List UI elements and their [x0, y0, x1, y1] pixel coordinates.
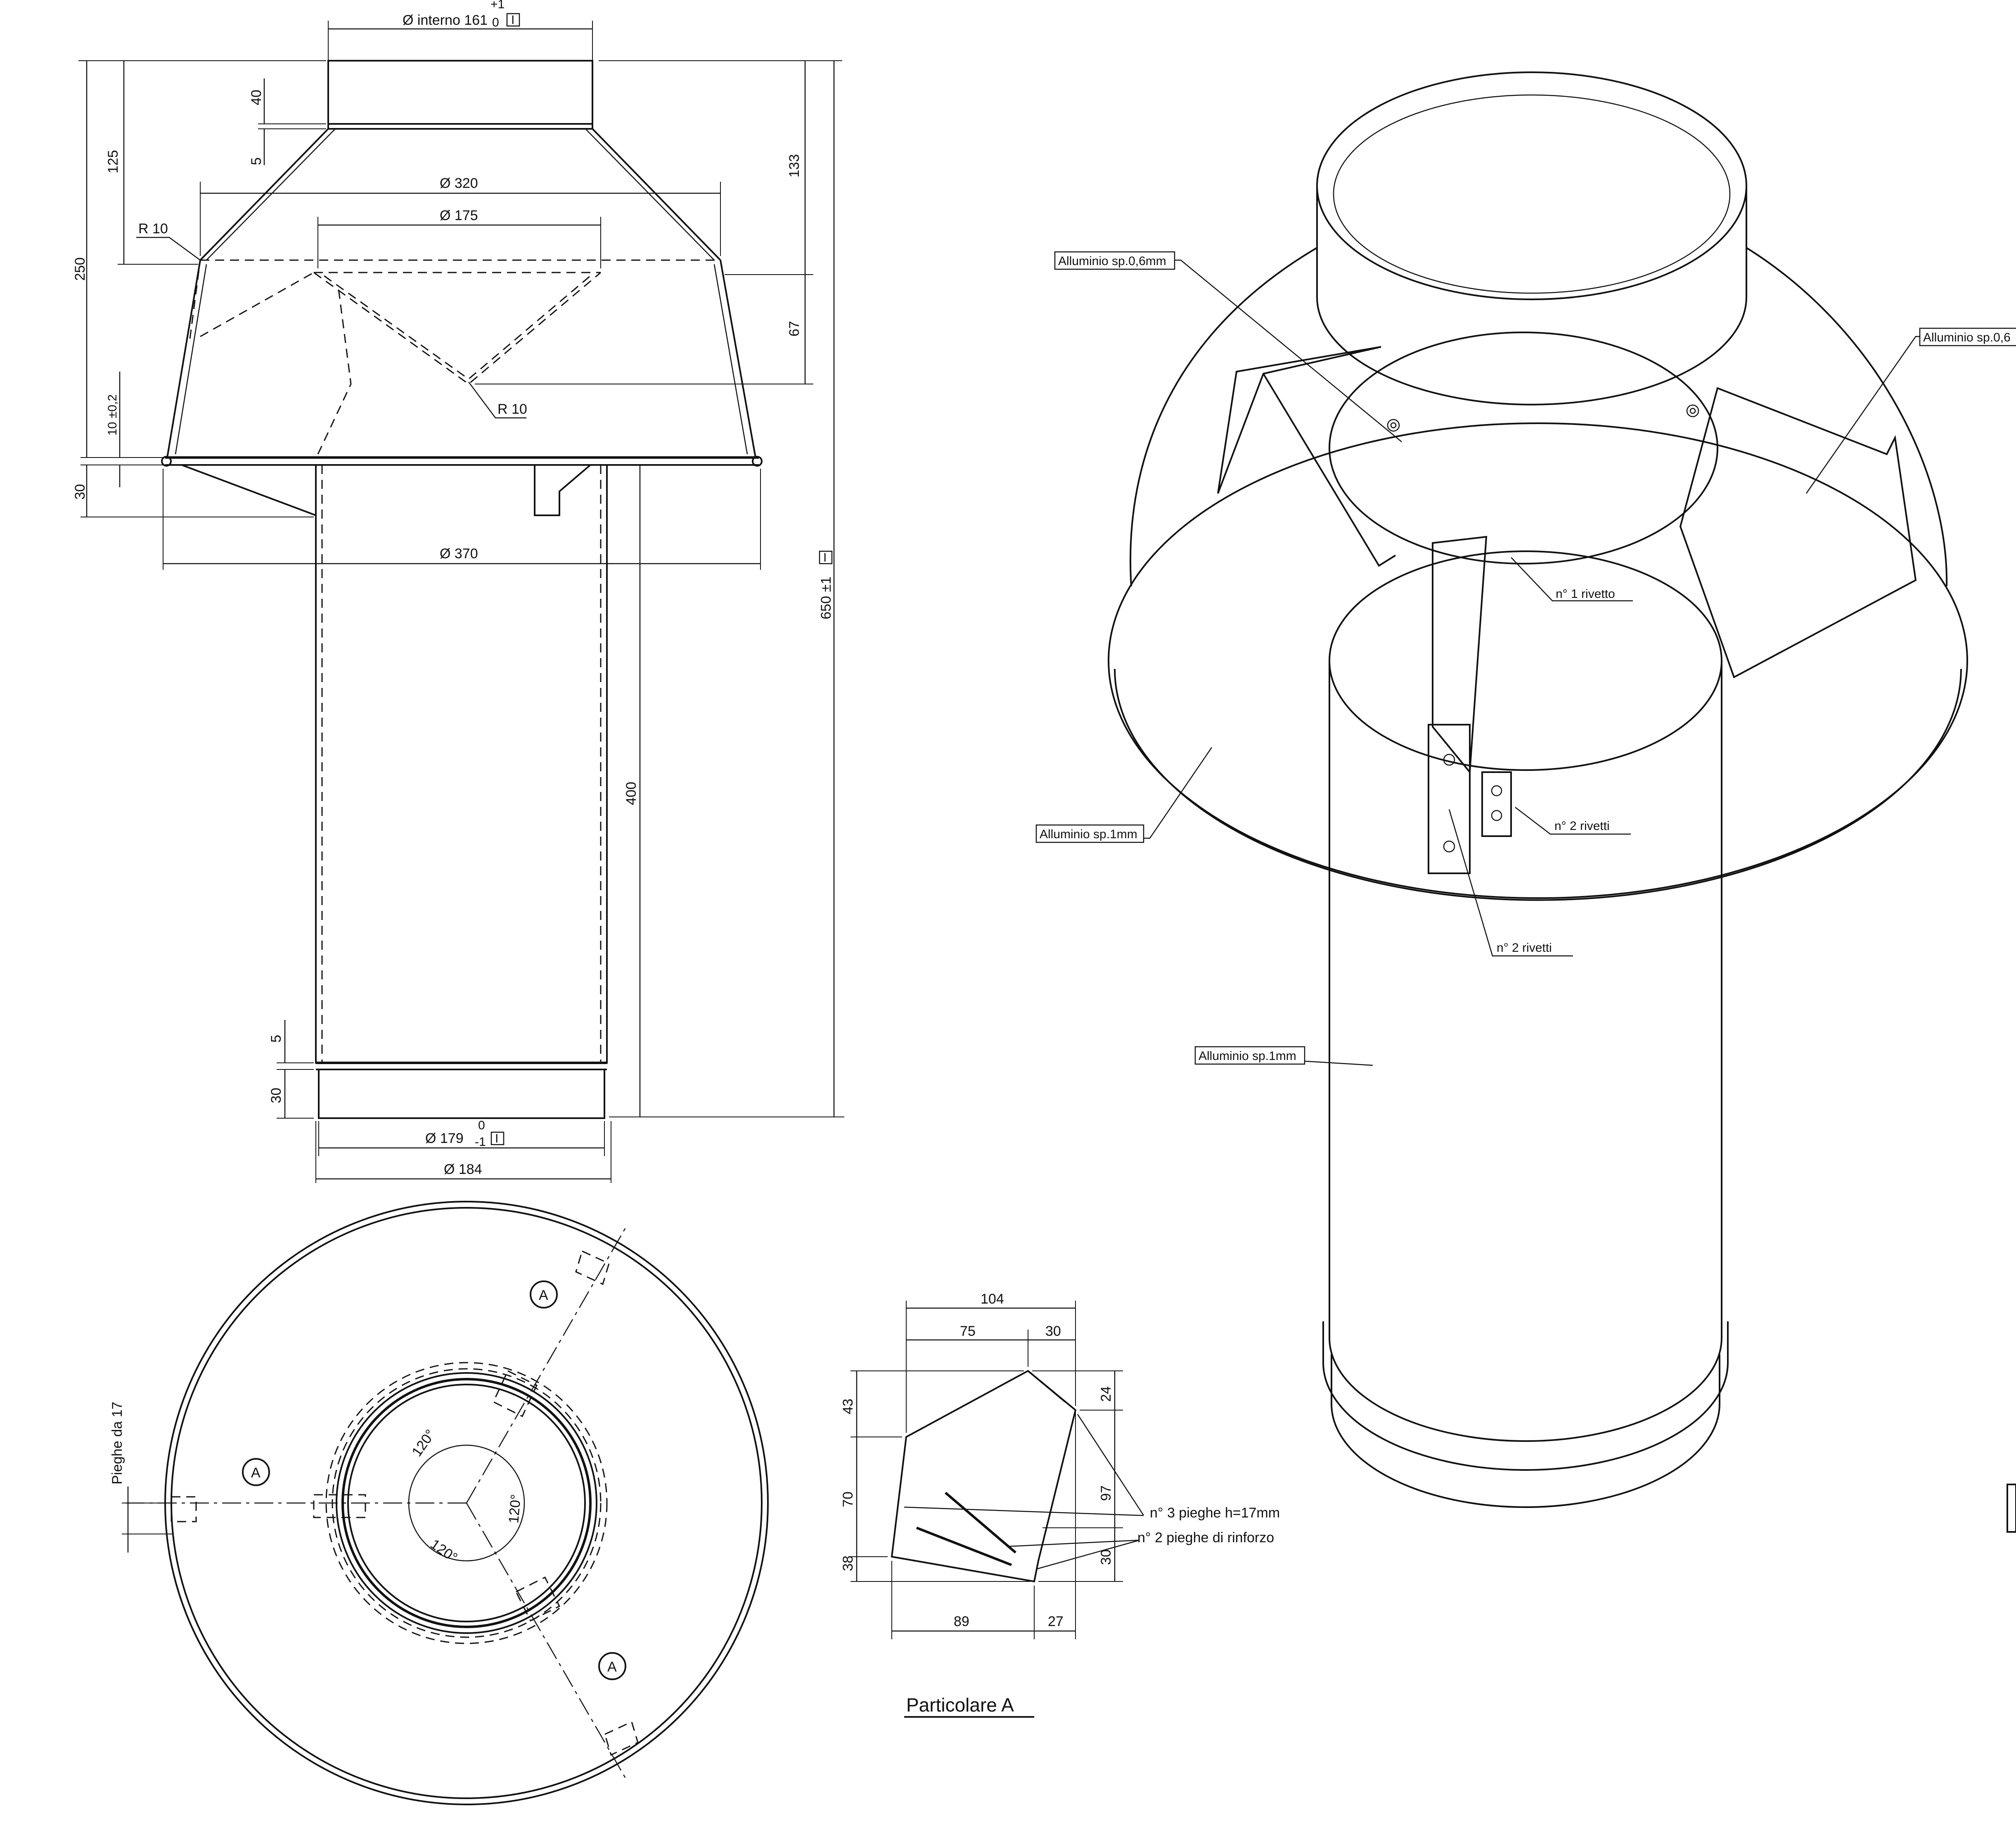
dim-125: 125: [105, 150, 121, 173]
iso-deflector-disk: [1329, 332, 1718, 564]
detail-dim-38: 38: [840, 1555, 856, 1571]
radius-label-top: R 10: [138, 221, 168, 237]
dim-dia-179: Ø 179: [425, 1131, 464, 1146]
svg-text:A: A: [607, 1659, 617, 1675]
note-folds: n° 3 pieghe h=17mm: [1150, 1505, 1280, 1521]
svg-text:I: I: [495, 1132, 498, 1145]
iso-bracket-left: [1217, 346, 1381, 494]
svg-text:A: A: [251, 1465, 261, 1481]
detail-dim-70: 70: [840, 1491, 856, 1507]
angle-label-2: 120°: [506, 1494, 524, 1524]
label-rivet-1: n° 1 rivetto: [1556, 587, 1615, 601]
svg-text:0: 0: [478, 1119, 485, 1132]
bottom-spigot: [318, 1069, 605, 1119]
fold-label: Pieghe da 17: [109, 1402, 125, 1484]
detail-title: Particolare A: [906, 1694, 1014, 1716]
detail-dim-89: 89: [954, 1614, 969, 1629]
detail-dim-30-side: 30: [1098, 1549, 1114, 1565]
critical-mark-box: [506, 13, 520, 27]
label-material-06-right: Alluminio sp.0,6: [1923, 331, 2011, 344]
svg-text:I: I: [511, 13, 514, 27]
dim-250: 250: [72, 257, 88, 281]
angle-label-3: 120°: [427, 1536, 460, 1565]
title-block-edge: [2007, 1484, 2016, 1533]
right-bracket: [534, 464, 591, 516]
pipe-circle-hidden: [325, 1362, 608, 1644]
iso-rivet-plate-2: [1481, 771, 1512, 837]
angle-label-1: 120°: [409, 1427, 438, 1459]
label-rivets-2-right: n° 2 rivetti: [1554, 819, 1610, 833]
svg-text:A: A: [539, 1287, 548, 1303]
iso-cone: [1130, 247, 1318, 587]
section-mark-a-3: [598, 1652, 626, 1680]
detail-dim-104: 104: [981, 1291, 1004, 1307]
dim-30-top: 30: [72, 484, 88, 500]
dim-40: 40: [249, 90, 264, 105]
label-material-1-pipe: Alluminio sp.1mm: [1199, 1049, 1296, 1063]
top-view: Pieghe da 17 A A A 120° 120° 120°: [109, 1201, 769, 1805]
detail-plate-outline: [891, 1370, 1077, 1583]
detail-dim-97: 97: [1098, 1485, 1114, 1501]
dim-30-bottom: 30: [268, 1088, 284, 1103]
iso-bracket-front: [1432, 536, 1488, 775]
dim-400: 400: [623, 782, 639, 805]
detail-dim-30-top: 30: [1045, 1323, 1061, 1339]
dim-5-top: 5: [249, 157, 264, 165]
front-view: Ø interno 161 +1 0 I 250 125 40 5 133 67…: [72, 0, 844, 1183]
dim-inner-dia: Ø interno 161: [403, 12, 488, 28]
left-bracket: [181, 464, 317, 517]
iso-top-collar: [1316, 71, 1747, 300]
section-mark-a-1: [530, 1280, 558, 1309]
detail-dim-24: 24: [1098, 1386, 1114, 1402]
dim-dia-320: Ø 320: [440, 175, 478, 191]
dim-133: 133: [787, 154, 802, 178]
top-collar: [327, 60, 593, 130]
dim-67: 67: [787, 321, 802, 337]
dim-650: 650 ±1: [818, 576, 834, 619]
svg-text:-1: -1: [475, 1135, 486, 1149]
dim-dia-184: Ø 184: [444, 1162, 482, 1177]
detail-dim-43: 43: [840, 1399, 856, 1414]
svg-text:0: 0: [492, 16, 499, 29]
detail-dim-75: 75: [960, 1323, 976, 1339]
iso-pipe-top: [1329, 550, 1722, 771]
radius-label-cone: R 10: [497, 401, 527, 417]
iso-rivet-plate-1: [1428, 724, 1471, 874]
dim-10-tol: 10 ±0,2: [106, 394, 119, 436]
detail-dim-27: 27: [1048, 1614, 1064, 1629]
dim-dia-370: Ø 370: [440, 546, 478, 562]
label-rivets-2-bottom: n° 2 rivetti: [1497, 941, 1552, 955]
inner-cone-hidden: [313, 272, 601, 385]
isometric-view: Alluminio sp.0,6mm Alluminio sp.0,6 Allu…: [1035, 71, 2016, 1508]
label-material-06-left: Alluminio sp.0,6mm: [1058, 254, 1166, 268]
cowl-skirt: [166, 260, 201, 458]
detail-a: 104 75 30 43 70 38 24 97 30 89 27: [840, 1291, 1280, 1718]
iso-bracket-right: [1679, 387, 1917, 678]
note-reinforcement: n° 2 pieghe di rinforzo: [1137, 1530, 1274, 1546]
dim-dia-175: Ø 175: [440, 208, 478, 223]
dim-5-bottom: 5: [268, 1035, 284, 1043]
svg-text:I: I: [823, 551, 827, 564]
iso-rim: [1108, 422, 1968, 899]
section-mark-a-2: [242, 1458, 270, 1486]
svg-text:+1: +1: [490, 0, 505, 11]
upper-cone: [199, 128, 329, 261]
label-material-1-left: Alluminio sp.1mm: [1040, 827, 1137, 841]
